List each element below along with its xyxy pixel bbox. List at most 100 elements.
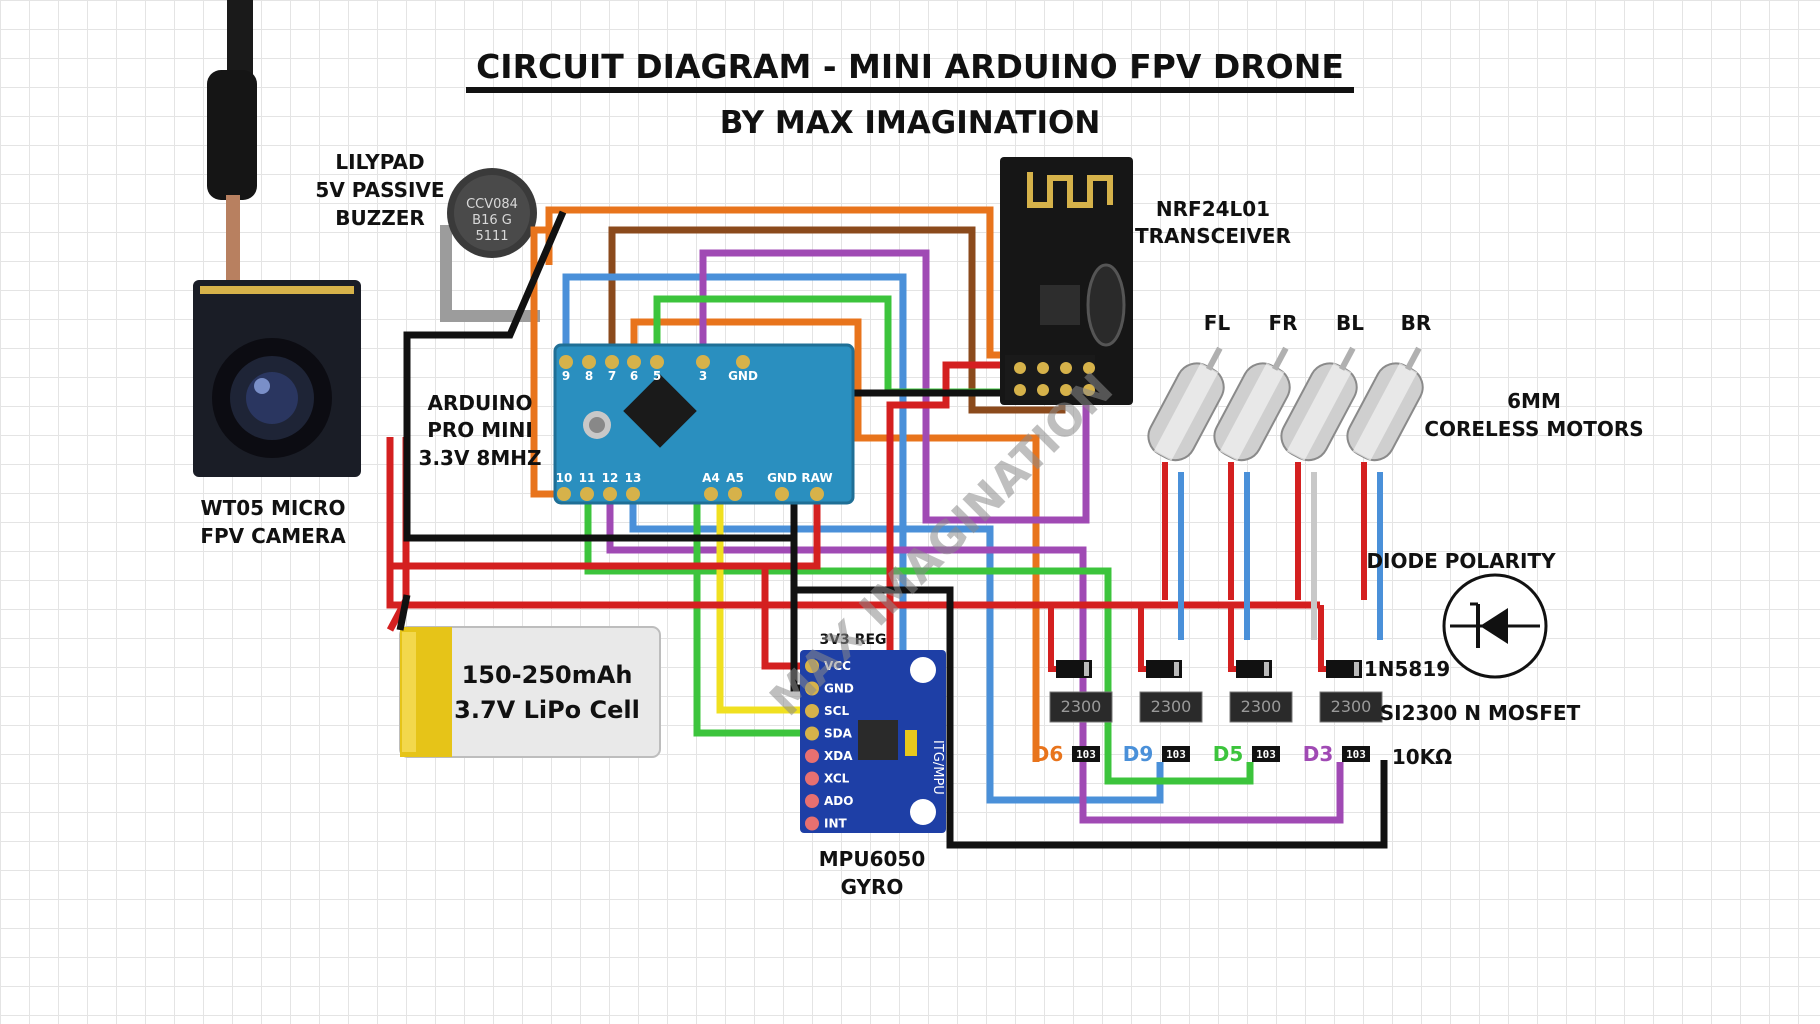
diode-1n5819 — [1236, 660, 1272, 678]
wire-red-vcc — [386, 437, 821, 570]
resistor-10k — [1342, 746, 1370, 762]
resistor-marking: 103 — [1166, 748, 1186, 761]
resistor-10k — [1162, 746, 1190, 762]
motor-name-label: BR — [1401, 311, 1432, 335]
arduino-pin-bottom — [580, 487, 594, 501]
arduino-pin-bottom-label: 12 — [602, 471, 619, 485]
buzzer-marking-3: 5111 — [475, 229, 508, 244]
reg-label: 3V3 REG — [819, 632, 886, 648]
wiring — [386, 206, 1388, 849]
coreless-motor — [1280, 346, 1358, 462]
gyro-pin-label: ADO — [824, 794, 853, 808]
buzzer-label-3: BUZZER — [335, 206, 425, 230]
diode-band — [1174, 662, 1179, 676]
gyro-pin — [805, 771, 819, 786]
motor-name-label: FL — [1204, 311, 1231, 335]
diode-band — [1264, 662, 1269, 676]
arduino-pin-bottom — [626, 487, 640, 501]
wire-blue-top — [562, 273, 907, 762]
buzzer: CCV084 B16 G 5111 — [440, 168, 540, 322]
wire-brown — [608, 226, 1066, 414]
diode-anode-wire — [1318, 605, 1326, 672]
diode-symbol — [1442, 573, 1548, 679]
arduino-pin-top — [736, 355, 750, 369]
wire-black-cam — [403, 210, 567, 437]
arduino-pin-top-label: 7 — [608, 369, 616, 383]
arduino-pin-bottom-label: RAW — [801, 471, 832, 485]
wire-green-d5 — [584, 494, 1254, 785]
title-rule — [466, 87, 1354, 93]
buzzer-label-2: 5V PASSIVE — [315, 178, 444, 202]
diode-1n5819 — [1326, 660, 1362, 678]
drive-pin-label: D5 — [1213, 742, 1244, 766]
drive-pin-label: D9 — [1123, 742, 1154, 766]
gyro-pin — [805, 681, 819, 696]
resistor-10k — [1252, 746, 1280, 762]
diagram-subtitle: BY MAX IMAGINATION — [720, 105, 1101, 141]
arduino-pin-bottom — [775, 487, 789, 501]
motors-label-1: 6MM — [1507, 389, 1561, 413]
mosfet-label: SI2300 N MOSFET — [1380, 701, 1581, 725]
gyro-pin-label: INT — [824, 817, 848, 831]
wire-orange-arduino-left — [530, 226, 560, 498]
mosfet-marking: 2300 — [1241, 697, 1282, 716]
gyro-label-1: MPU6050 — [819, 847, 925, 871]
diode-anode-wire — [1228, 605, 1236, 672]
arduino-label-1: ARDUINO — [428, 391, 533, 415]
nrf24l01-board — [1000, 157, 1133, 405]
arduino-label-2: PRO MINI — [427, 418, 533, 442]
arduino-pin-bottom-label: GND — [767, 471, 797, 485]
buzzer-label-1: LILYPAD — [335, 150, 424, 174]
arduino-pin-top — [650, 355, 664, 369]
resistor-marking: 103 — [1256, 748, 1276, 761]
wire-purple-top — [699, 249, 1090, 524]
arduino-pin-bottom — [704, 487, 718, 501]
resistor-label: 10KΩ — [1392, 745, 1452, 769]
arduino-pin-top — [627, 355, 641, 369]
camera-label-1: WT05 MICRO — [201, 496, 346, 520]
wire-black-batt — [396, 594, 411, 631]
diode-band — [1084, 662, 1089, 676]
arduino-pin-bottom-label: A4 — [702, 471, 720, 485]
arduino-pro-mini — [553, 343, 855, 505]
gyro-pin — [805, 704, 819, 718]
arduino-pin-top-label: 6 — [630, 369, 638, 383]
arduino-pin-bottom-label: 13 — [625, 471, 642, 485]
arduino-pin-bottom — [728, 487, 742, 501]
gyro-pin — [805, 749, 819, 763]
diode-anode-wire — [1048, 605, 1056, 672]
arduino-pin-bottom — [603, 487, 617, 501]
diode-label: 1N5819 — [1364, 657, 1450, 681]
wire-orange-d6 — [630, 318, 1040, 762]
gyro-pin — [805, 726, 819, 741]
drive-pin-label: D6 — [1033, 742, 1064, 766]
arduino-pin-top-label: 8 — [585, 369, 593, 383]
diode-1n5819 — [1146, 660, 1182, 678]
arduino-pin-top — [559, 355, 573, 369]
coreless-motor — [1147, 346, 1225, 462]
mosfet-si2300 — [1139, 691, 1203, 723]
arduino-label-3: 3.3V 8MHZ — [419, 446, 542, 470]
gyro-pin — [805, 659, 819, 673]
gyro-pin-label: SDA — [824, 727, 853, 741]
motors-label-2: CORELESS MOTORS — [1424, 417, 1643, 441]
gyro-pin — [805, 816, 819, 831]
arduino-pin-top-label: 3 — [699, 369, 707, 383]
wire-black-gnd-bus — [403, 437, 798, 542]
gyro-marking: ITG/MPU — [930, 740, 945, 795]
arduino-pin-top-label: 9 — [562, 369, 570, 383]
coreless-motor — [1346, 346, 1424, 462]
mosfet-si2300 — [1049, 691, 1113, 723]
arduino-pin-top-label: 5 — [653, 369, 661, 383]
gyro-label-2: GYRO — [841, 875, 904, 899]
diode-anode-wire — [1138, 605, 1146, 672]
arduino-pin-top — [605, 355, 619, 369]
mpu6050-board: ITG/MPU — [800, 650, 946, 833]
motor-name-label: FR — [1268, 311, 1297, 335]
nrf-label-2: TRANSCEIVER — [1135, 224, 1291, 248]
resistor-marking: 103 — [1076, 748, 1096, 761]
wire-red-motor-bus — [386, 566, 1320, 609]
